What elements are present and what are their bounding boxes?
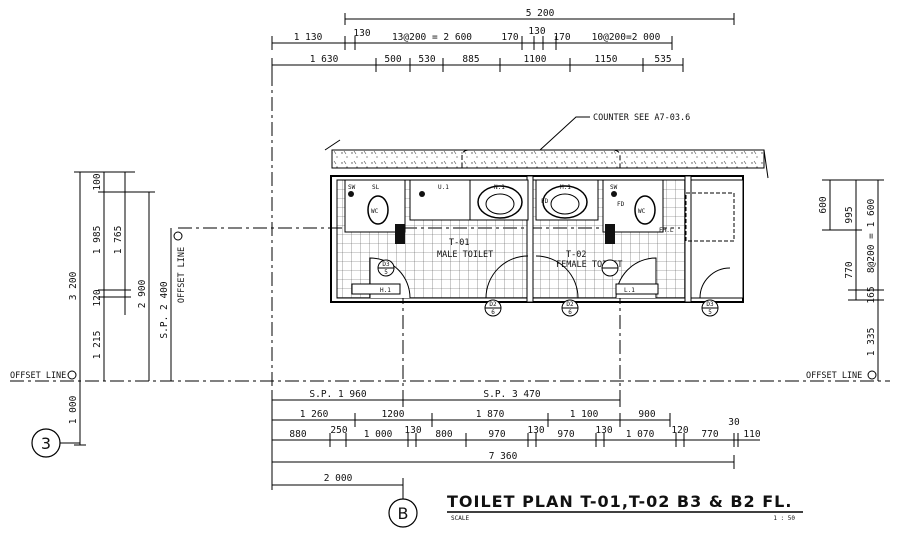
dim-top-r3-5: 1100 [524,54,547,65]
dim-left-8: S.P. 2 400 [159,281,170,338]
dim-top-r3-6: 1150 [595,54,618,65]
tag-sw-2: SW [610,184,618,191]
room-t02-name: FEMALE TOILET [556,260,623,270]
dim-top-r2-2: 130 [353,28,370,39]
dim-overall-bottom: 7 360 [489,451,518,462]
dim-bot-r2-4: 1 100 [570,409,599,420]
dim-right-2: 995 [844,206,855,223]
dim-bot-r3-5: 800 [435,429,452,440]
dim-bot-r3-1: 880 [289,429,306,440]
room-t01-name: MALE TOILET [437,250,493,260]
tag-sl: SL [372,184,380,191]
dim-bot-r2-5: 900 [638,409,655,420]
tag-l1: L.1 [624,287,635,294]
dim-right-3: 770 [844,261,855,278]
dim-right-1: 600 [818,196,829,213]
counter-note: COUNTER SEE A7-03.6 [593,113,690,123]
door-tag-2-top: D2 [489,301,497,308]
tag-fhl: FH.L [659,227,674,234]
door-tag-3-top: D2 [566,301,574,308]
dim-left-6: 1 215 [92,331,103,360]
dim-top-r2-3: 13@200 = 2 600 [392,32,472,43]
dim-top-r3-7: 535 [654,54,671,65]
door-tag-1-top: D3 [382,261,390,268]
dim-top-r2-1: 1 130 [294,32,323,43]
dim-bot-r3-3: 1 000 [364,429,393,440]
tag-fd-2: FD [617,201,625,208]
dim-bot-r3-11: 120 [671,425,688,436]
dim-right-4: 8@200 = 1 600 [866,199,877,274]
door-tag-4-bot: 5 [708,309,712,316]
dim-bot-r3-12: 770 [701,429,718,440]
dim-bot-r3-2: 250 [330,425,347,436]
dim-bot-r3-13: 30 [728,417,740,428]
door-tag-3-bot: 6 [568,309,572,316]
dim-left-9: 1 000 [68,395,79,424]
dim-grid-offset: 2 000 [324,473,353,484]
grid-label-col: B [398,504,409,523]
dim-left-2: 1 985 [92,226,103,255]
tag-m1: M.1 [560,184,571,191]
tag-fd: FD [541,198,549,205]
tag-u1: U.1 [438,184,449,191]
dim-top-r2-5: 130 [528,26,545,37]
tag-wc-2: WC [638,208,646,215]
dim-right-5: 165 [866,286,877,303]
dim-top-r3-3: 530 [418,54,435,65]
dim-left-1: 3 200 [68,271,79,300]
left-dimensions [74,171,172,446]
top-dimensions [271,13,735,72]
dim-sp-1: S.P. 1 960 [309,389,366,400]
scale-label: SCALE [451,515,469,522]
dim-top-r2-4: 170 [501,32,518,43]
room-t01-code: T-01 [449,238,469,248]
dim-bot-r3-14: 110 [743,429,760,440]
dim-left-3: 100 [92,173,103,190]
dim-bot-r3-6: 970 [488,429,505,440]
offset-line-vertical-label: OFFSET LINE [177,247,187,303]
toilet-plan [324,139,769,303]
dim-right-6: 1 335 [866,328,877,357]
dim-bot-r3-4: 130 [404,425,421,436]
tag-sw: SW [348,184,356,191]
grid-label-row: 3 [41,434,51,453]
bottom-dimensions [271,393,760,492]
dim-top-r3-4: 885 [462,54,479,65]
tag-h1: H.1 [380,287,391,294]
dim-overall-top: 5 200 [526,8,555,19]
dim-top-r2-7: 10@200=2 000 [592,32,661,43]
dim-top-r2-6: 170 [553,32,570,43]
right-dimensions [822,179,884,381]
offset-line-left: OFFSET LINE [10,371,66,381]
dim-bot-r2-2: 1200 [382,409,405,420]
offset-line-right: OFFSET LINE [806,371,862,381]
door-tag-2-bot: 6 [491,309,495,316]
door-tag-4-top: D3 [706,301,714,308]
dim-bot-r3-7: 130 [527,425,544,436]
dim-left-5: 120 [92,289,103,306]
dim-left-4: 1 765 [113,226,124,255]
dim-top-r3-2: 500 [384,54,401,65]
tag-n1: N.1 [494,184,505,191]
dim-left-7: 2 900 [137,279,148,308]
door-tag-1-bot: 5 [384,269,388,276]
dim-top-r3-1: 1 630 [310,54,339,65]
drawing-title: TOILET PLAN T-01,T-02 B3 & B2 FL. [447,492,792,511]
door-tags [377,259,719,317]
dim-bot-r2-1: 1 260 [300,409,329,420]
dim-bot-r3-8: 970 [557,429,574,440]
dim-bot-r3-9: 130 [595,425,612,436]
scale-value: 1 : 50 [773,515,795,522]
tag-wc-1: WC [371,208,379,215]
dim-bot-r2-3: 1 870 [476,409,505,420]
dim-bot-r3-10: 1 070 [626,429,655,440]
room-t02-code: T-02 [566,250,586,260]
dim-sp-2: S.P. 3 470 [483,389,540,400]
